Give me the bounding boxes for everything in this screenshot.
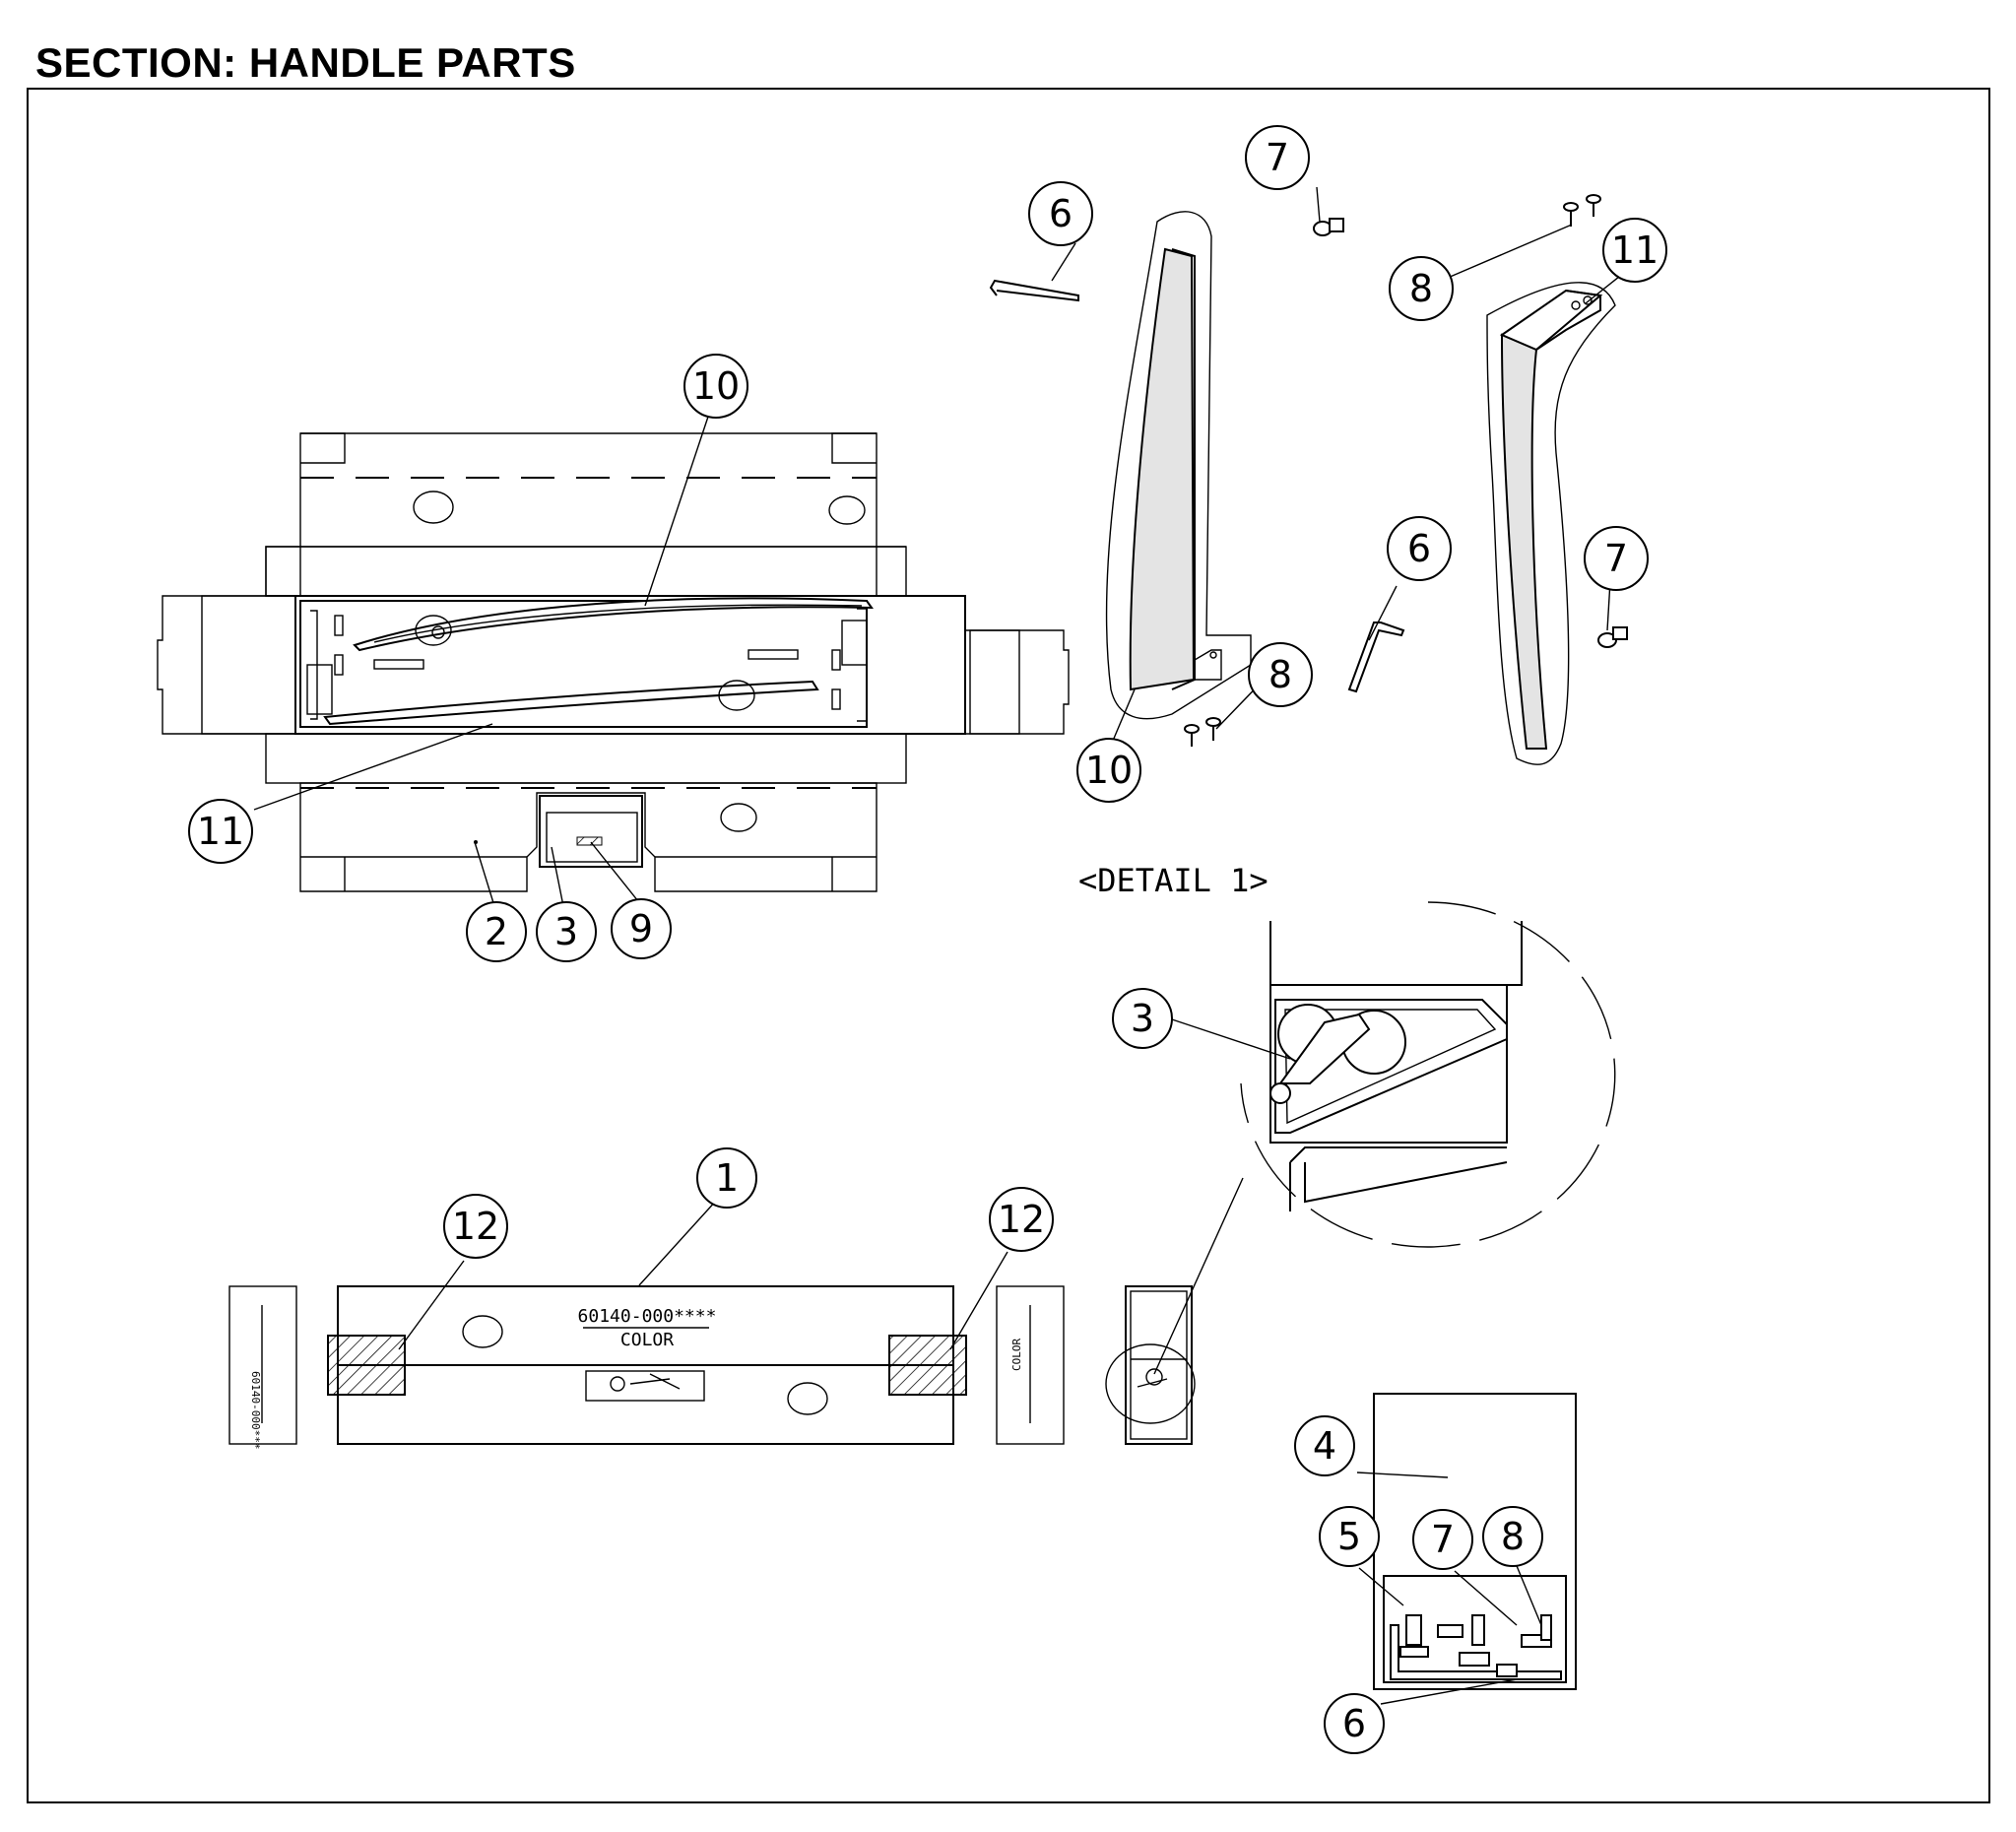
allen-key-top — [989, 279, 1079, 302]
svg-text:9: 9 — [629, 907, 653, 950]
screw-7-top — [1313, 218, 1344, 236]
leader-lines — [253, 186, 1635, 1705]
detail-label: <DETAIL 1> — [1078, 862, 1268, 899]
svg-text:7: 7 — [1431, 1518, 1455, 1561]
callout-10-package: 10 — [683, 354, 748, 419]
callout-10-handle: 10 — [1076, 738, 1141, 803]
svg-text:12: 12 — [452, 1205, 499, 1248]
svg-text:11: 11 — [197, 810, 244, 853]
handle-part-10 — [1105, 211, 1252, 720]
drawing-frame — [27, 88, 1990, 1803]
allen-key-middle — [1347, 622, 1405, 693]
callout-7-right: 7 — [1584, 526, 1649, 591]
callout-7-bag: 7 — [1412, 1509, 1473, 1570]
svg-text:8: 8 — [1501, 1515, 1525, 1558]
svg-text:8: 8 — [1268, 653, 1292, 696]
svg-text:12: 12 — [998, 1198, 1045, 1241]
callout-7-top: 7 — [1245, 125, 1310, 190]
hardware-bag — [1373, 1393, 1577, 1690]
callout-5: 5 — [1319, 1506, 1380, 1567]
box-front-view: 60140-000*** 60140-000**** COLOR COLOR — [228, 1285, 1196, 1449]
svg-text:7: 7 — [1604, 537, 1628, 580]
svg-text:2: 2 — [485, 910, 508, 953]
svg-text:10: 10 — [692, 364, 740, 408]
svg-text:4: 4 — [1313, 1424, 1336, 1468]
callout-11-package: 11 — [188, 799, 253, 864]
callout-12-left: 12 — [443, 1194, 508, 1259]
package-top-view — [157, 432, 1070, 892]
handle-part-11 — [1486, 282, 1616, 765]
callout-4: 4 — [1294, 1415, 1355, 1476]
box-part-number: 60140-000**** — [578, 1306, 717, 1327]
svg-text:11: 11 — [1611, 229, 1658, 272]
callout-8-middle: 8 — [1248, 642, 1313, 707]
right-side-label: COLOR — [1010, 1339, 1023, 1371]
svg-text:1: 1 — [715, 1156, 739, 1200]
callout-9: 9 — [611, 898, 672, 959]
svg-text:8: 8 — [1409, 267, 1433, 310]
svg-text:6: 6 — [1049, 192, 1073, 235]
bolt-8-top — [1563, 194, 1601, 227]
callout-1: 1 — [696, 1147, 757, 1209]
bolt-8-bottom — [1184, 717, 1221, 747]
callout-3-detail: 3 — [1112, 988, 1173, 1049]
callout-3: 3 — [536, 901, 597, 962]
left-side-label: 60140-000*** — [249, 1371, 262, 1449]
callout-8-top: 8 — [1389, 256, 1454, 321]
callout-12-right: 12 — [989, 1187, 1054, 1252]
callout-8-bag: 8 — [1482, 1506, 1543, 1567]
box-color-label: COLOR — [620, 1330, 674, 1350]
callout-2: 2 — [466, 901, 527, 962]
callout-6-bag: 6 — [1324, 1693, 1385, 1754]
screw-7-right — [1597, 626, 1628, 648]
section-title: SECTION: HANDLE PARTS — [35, 39, 576, 86]
svg-text:3: 3 — [1131, 997, 1154, 1040]
svg-text:5: 5 — [1337, 1515, 1361, 1558]
callout-6-middle: 6 — [1387, 516, 1452, 581]
detail-1-view — [1240, 901, 1616, 1248]
callout-11-right: 11 — [1602, 218, 1667, 283]
svg-text:6: 6 — [1342, 1702, 1366, 1745]
svg-text:3: 3 — [554, 910, 578, 953]
svg-text:7: 7 — [1266, 136, 1289, 179]
svg-text:10: 10 — [1085, 749, 1133, 792]
callout-6-top: 6 — [1028, 181, 1093, 246]
svg-text:6: 6 — [1407, 527, 1431, 570]
